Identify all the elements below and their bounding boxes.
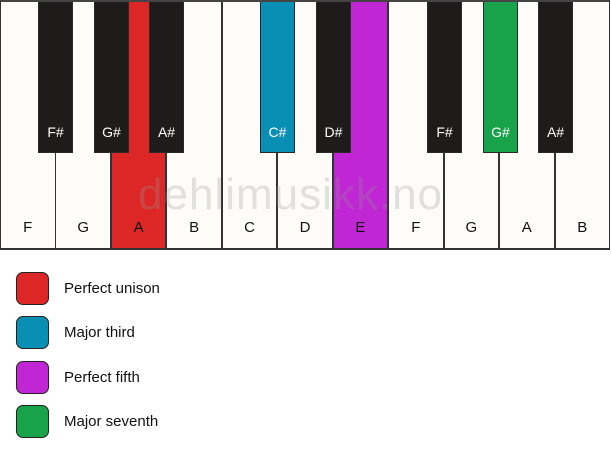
black-key-g-sharp[interactable]: G#	[483, 0, 518, 153]
legend-label: Major third	[64, 324, 135, 341]
key-label: A#	[157, 124, 176, 140]
key-label: A	[521, 219, 532, 236]
swatch-red	[16, 272, 49, 305]
key-label: D#	[324, 124, 343, 140]
piano-keyboard: F G A B C D E F G A B F# G# A# C# D# F# G# A#	[0, 0, 610, 250]
key-label: F	[23, 219, 33, 236]
key-label: A	[133, 219, 144, 236]
key-label: G	[465, 219, 478, 236]
key-label: G#	[102, 124, 121, 140]
key-label: F#	[436, 124, 453, 140]
key-label: C#	[268, 124, 287, 140]
swatch-green	[16, 405, 49, 438]
black-key-c-sharp[interactable]: C#	[260, 0, 295, 153]
swatch-blue	[16, 316, 49, 349]
black-key-f-sharp[interactable]: F#	[427, 0, 462, 153]
key-label: B	[189, 219, 200, 236]
key-label: G#	[491, 124, 510, 140]
legend-label: Perfect unison	[64, 280, 160, 297]
key-label: F#	[47, 124, 64, 140]
key-label: G	[77, 219, 90, 236]
key-label: C	[244, 219, 255, 236]
black-key-f-sharp[interactable]: F#	[38, 0, 73, 153]
key-label: F	[411, 219, 421, 236]
swatch-purple	[16, 361, 49, 394]
key-label: E	[355, 219, 366, 236]
black-key-d-sharp[interactable]: D#	[316, 0, 351, 153]
black-key-a-sharp[interactable]: A#	[149, 0, 184, 153]
key-label: D	[299, 219, 311, 236]
legend-label: Perfect fifth	[64, 369, 140, 386]
key-label: A#	[546, 124, 565, 140]
key-label: B	[577, 219, 588, 236]
legend-label: Major seventh	[64, 413, 159, 430]
black-key-a-sharp[interactable]: A#	[538, 0, 573, 153]
black-key-g-sharp[interactable]: G#	[94, 0, 129, 153]
